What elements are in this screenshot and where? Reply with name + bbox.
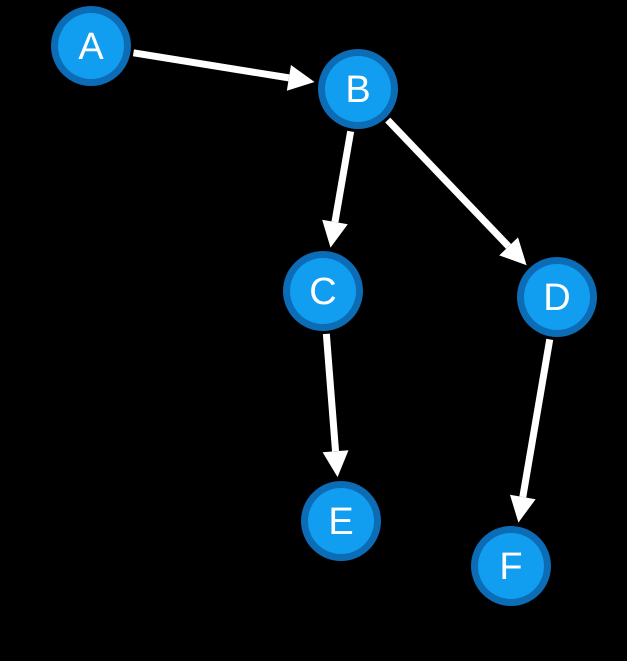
- node-fill: [325, 56, 391, 122]
- edge-c-to-e[interactable]: [322, 333, 349, 478]
- edge-line: [385, 117, 512, 249]
- node-label: D: [543, 277, 570, 319]
- node-fill: [524, 264, 590, 330]
- node-label: C: [309, 271, 336, 313]
- node-d[interactable]: D: [517, 257, 597, 337]
- edge-line: [132, 49, 290, 82]
- nodes-layer: A B C D E F: [51, 6, 597, 606]
- node-label: F: [499, 546, 522, 588]
- arrowhead-icon: [286, 65, 315, 91]
- arrowhead-icon: [322, 450, 349, 478]
- edge-d-to-f[interactable]: [509, 338, 554, 523]
- node-c[interactable]: C: [283, 251, 363, 331]
- node-label: E: [328, 501, 353, 543]
- edge-a-to-b[interactable]: [132, 49, 315, 91]
- node-fill: [290, 258, 356, 324]
- edge-line: [331, 130, 355, 223]
- arrowhead-icon: [322, 219, 348, 248]
- edge-line: [322, 333, 340, 452]
- node-e[interactable]: E: [301, 481, 381, 561]
- node-b[interactable]: B: [318, 49, 398, 129]
- node-fill: [58, 13, 124, 79]
- edge-b-to-c[interactable]: [322, 130, 355, 248]
- edges-layer: [132, 49, 554, 523]
- node-a[interactable]: A: [51, 6, 131, 86]
- node-f[interactable]: F: [471, 526, 551, 606]
- node-label: A: [78, 26, 104, 68]
- arrowhead-icon: [509, 494, 536, 523]
- node-fill: [478, 533, 544, 599]
- arrowhead-icon: [499, 237, 527, 266]
- node-fill: [308, 488, 374, 554]
- node-label: B: [345, 69, 370, 111]
- edge-b-to-d[interactable]: [385, 117, 527, 266]
- edge-line: [519, 338, 554, 498]
